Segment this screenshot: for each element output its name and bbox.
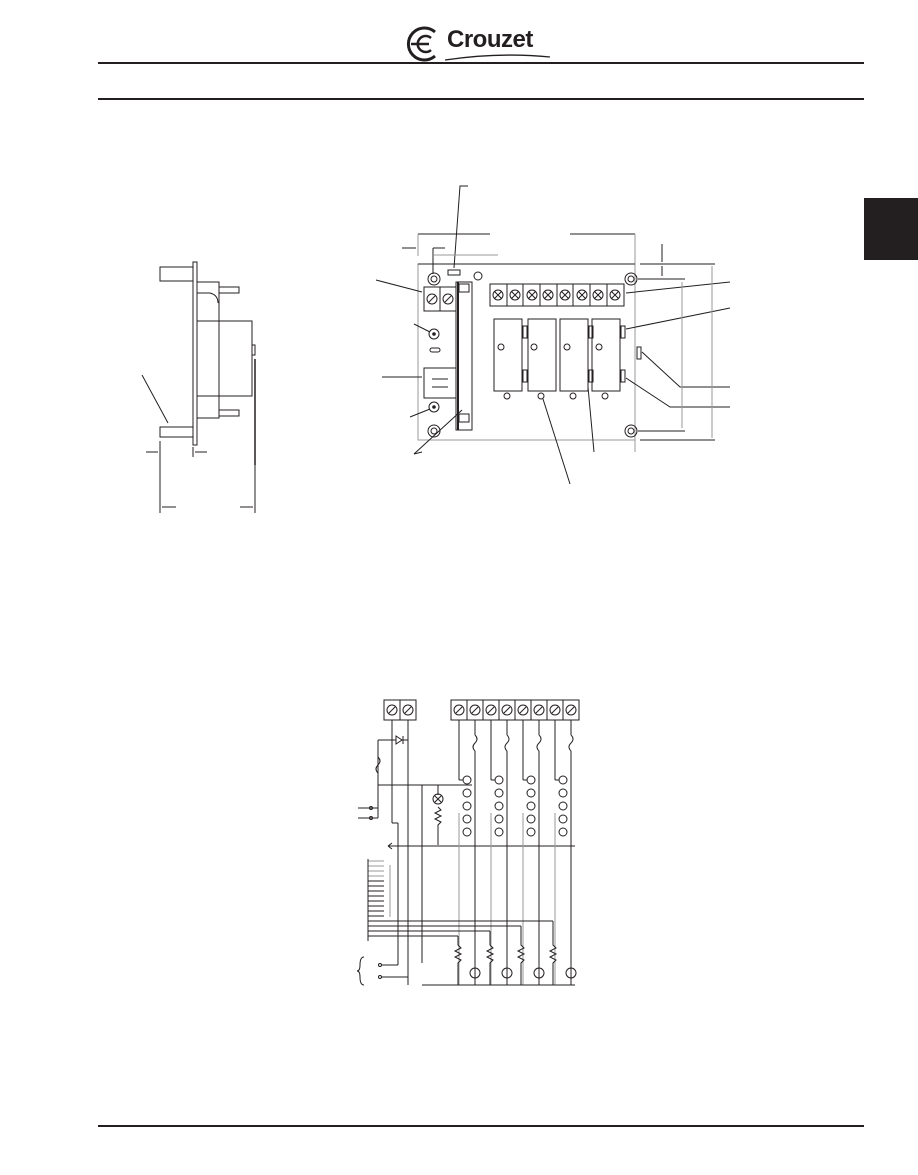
logo-swoosh — [444, 54, 551, 61]
top-view-drawing — [375, 185, 731, 485]
section-tab — [864, 198, 918, 260]
crouzet-swirl-logo-icon — [406, 26, 436, 62]
brand-logo: Crouzet — [405, 22, 551, 64]
wiring-diagram — [356, 699, 580, 986]
header-rule-top — [98, 62, 864, 64]
header-rule-bottom — [98, 98, 864, 100]
side-view-drawing — [141, 261, 256, 513]
footer-rule — [98, 1125, 864, 1127]
brand-name: Crouzet — [447, 26, 533, 53]
